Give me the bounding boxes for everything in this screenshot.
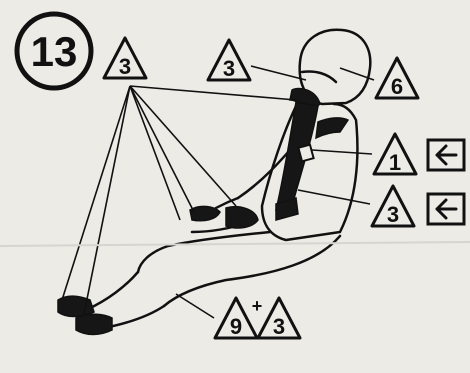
cord-to-grip	[130, 86, 180, 220]
cord-to-hand-back	[130, 86, 194, 212]
callout-cord-group-number: 3	[119, 54, 131, 79]
leader-torso-strap	[298, 190, 370, 204]
thigh-upper	[138, 232, 270, 272]
paper-fold	[0, 242, 470, 246]
shin-back	[104, 306, 164, 328]
hand-grip-front	[226, 207, 258, 228]
hand-grip-back	[190, 206, 220, 220]
leader-chest-strap	[312, 150, 372, 154]
callout-head-cord-number: 3	[223, 56, 235, 81]
boot-front	[58, 296, 94, 316]
arrow-left-icon	[428, 194, 464, 224]
step-badge: 13	[17, 14, 91, 88]
callout-leg-plus: +	[252, 296, 263, 316]
chest-strap-band	[316, 118, 348, 138]
leader-leg	[176, 294, 214, 318]
callout-chest-strap-number: 1	[389, 150, 401, 175]
cord-to-boot-front	[62, 86, 130, 300]
step-number: 13	[31, 28, 78, 75]
visor-line	[302, 71, 336, 82]
boot-back	[76, 314, 112, 334]
chest-buckle	[298, 145, 313, 162]
callout-triangles	[104, 38, 418, 338]
callout-torso-strap-number: 3	[387, 202, 399, 227]
shin-front	[86, 272, 138, 310]
callout-leg-a-number: 9	[230, 314, 242, 339]
callout-leg-b-number: 3	[273, 314, 285, 339]
arrow-left-icon	[428, 140, 464, 170]
cord-to-boot-back	[84, 86, 130, 314]
leader-head-cord	[251, 66, 306, 80]
harness	[58, 89, 348, 335]
cord-to-head	[130, 86, 296, 100]
cord-to-hand-front	[130, 86, 236, 206]
callout-helmet-number: 6	[391, 74, 403, 99]
cord-lines	[62, 86, 296, 314]
